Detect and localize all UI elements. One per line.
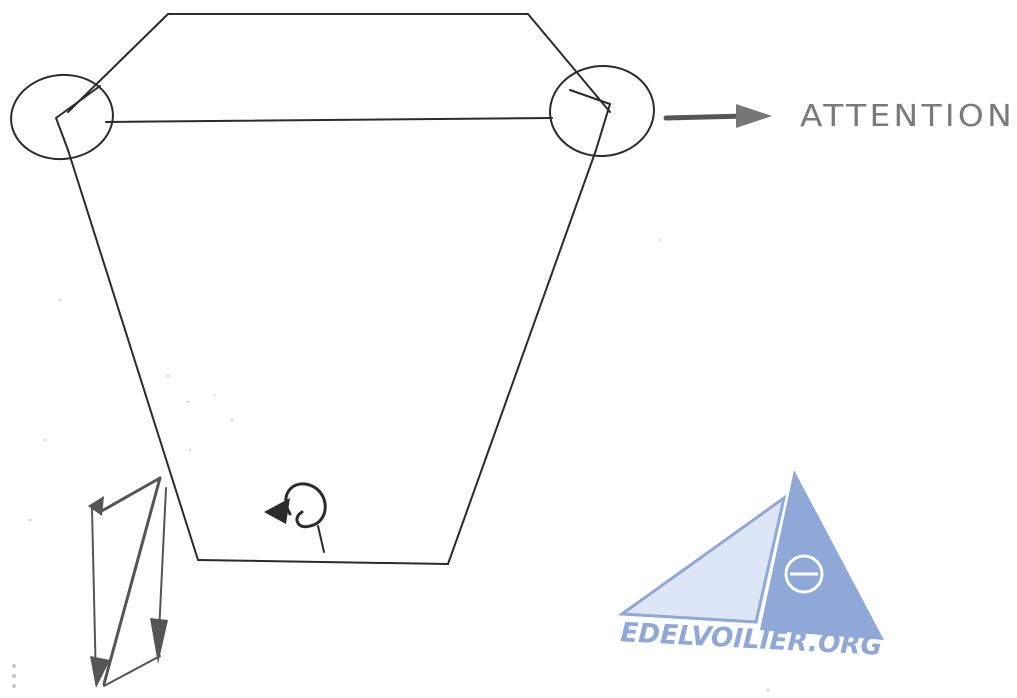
logo-sail-dark [760, 470, 884, 640]
left-corner-circle [10, 73, 114, 161]
paper-noise [12, 239, 770, 692]
right-corner-circle [549, 64, 655, 158]
logo-sail-light [617, 494, 787, 624]
attention-label: ATTENTION [800, 99, 1015, 134]
logo-emblem-icon [784, 554, 824, 594]
force-vectors [88, 476, 168, 688]
attention-arrow [663, 104, 772, 128]
watermark-logo: EDELVOILIER.ORG [617, 470, 884, 662]
hull-outline [67, 13, 611, 565]
rotation-symbol [264, 482, 327, 553]
